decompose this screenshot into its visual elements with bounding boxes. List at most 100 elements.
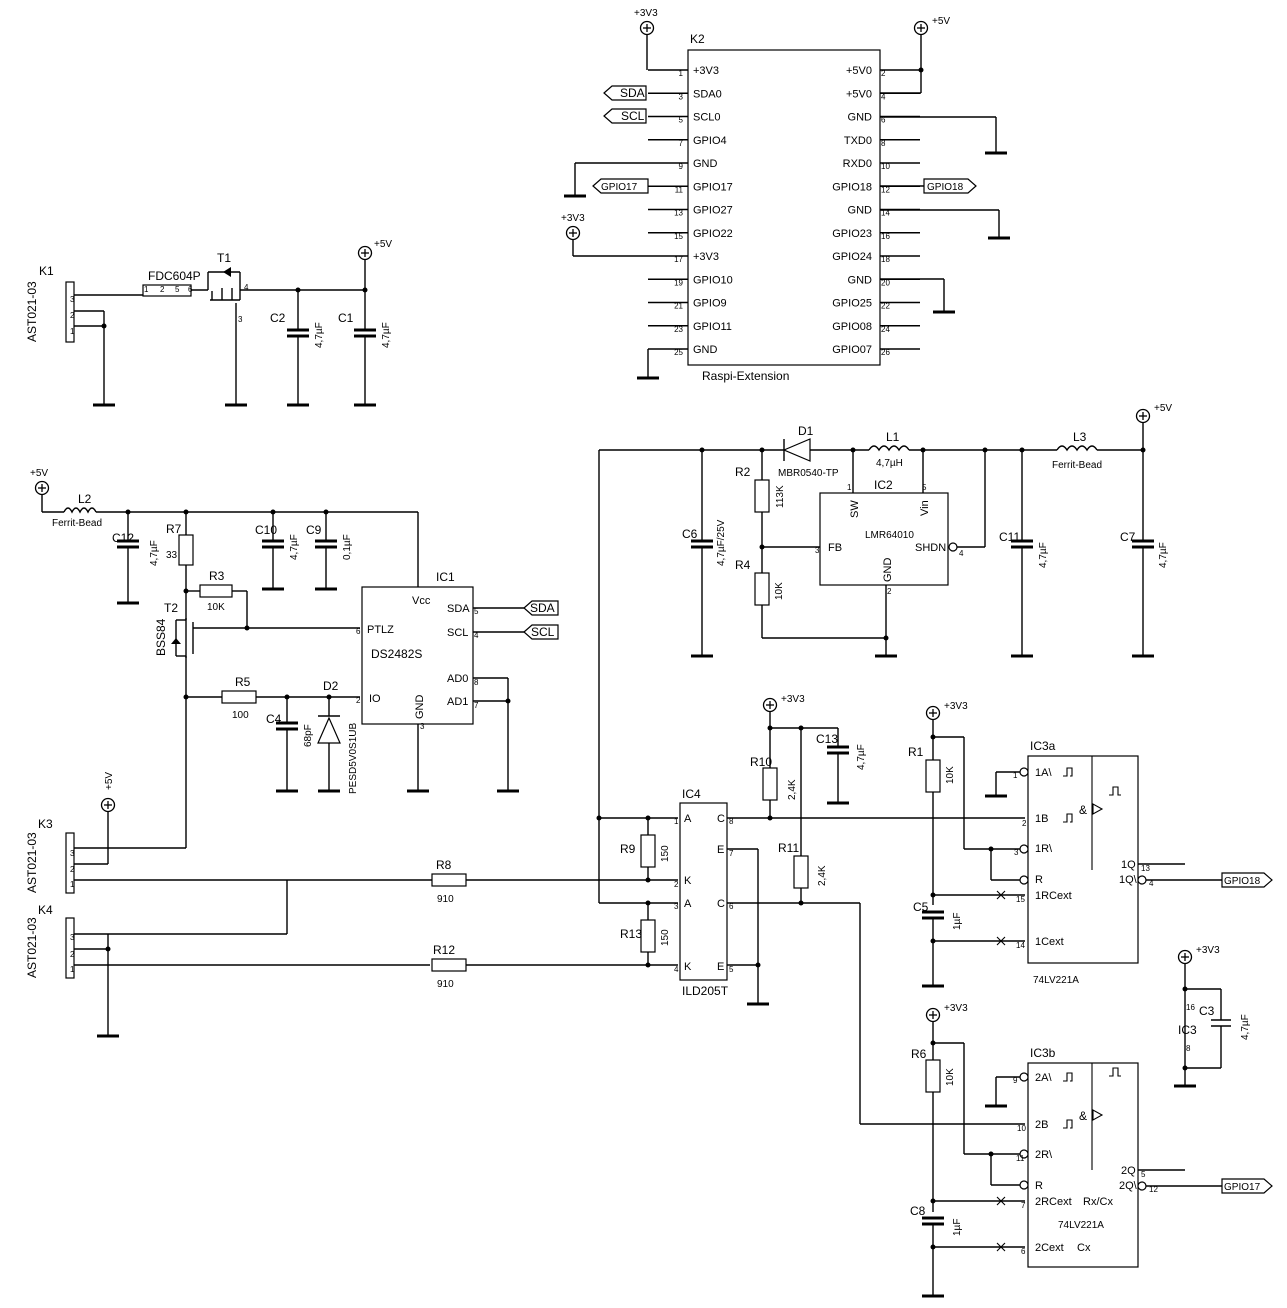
gpio18-net-flag [923,178,977,194]
t2-ref: T2 [164,601,178,615]
c3-ref: C3 [1199,1004,1215,1018]
k2-right-pin: 4+5V0 [846,88,920,101]
ic1-pin-ptlz: PTLZ [367,624,394,636]
ic2-pin-sw: SW [849,500,861,518]
ic3a-ref: IC3a [1030,739,1056,753]
ic4-pin-a2: A [684,898,692,910]
r6-3v3-label: +3V3 [944,1003,968,1014]
scl-flag-label: SCL [621,109,645,123]
k2-pin-name: GPIO22 [693,228,733,240]
k2-pin-name: +5V0 [846,88,872,100]
k2-pin-number: 14 [881,209,890,218]
k2-pin-name: GND [848,274,873,286]
c13-value: 4,7µF [856,744,867,770]
ic3b-pin-cext: 2Cext [1035,1242,1064,1254]
svg-text:6: 6 [729,902,734,911]
ic3b-ref: IC3b [1030,1046,1056,1060]
r11-ref: R11 [778,841,799,855]
svg-text:14: 14 [1016,941,1025,950]
svg-text:9: 9 [1013,1076,1018,1085]
k2-pin-number: 15 [674,232,683,241]
l2-ref: L2 [78,492,92,506]
svg-text:1: 1 [1013,771,1018,780]
svg-text:2: 2 [1022,819,1027,828]
k2-3v3-label: +3V3 [634,8,658,19]
ic2-pin-vin: Vin [919,500,931,516]
k2-pin-number: 1 [679,69,684,78]
ic3b-part: 74LV221A [1058,1220,1104,1231]
svg-text:2: 2 [887,587,892,596]
svg-text:15: 15 [1016,895,1025,904]
k2-pin-name: SDA0 [693,88,722,100]
k2-3v3b-label: +3V3 [561,213,585,224]
svg-text:4: 4 [244,283,249,292]
k2-pin-number: 3 [679,92,684,101]
ic3a-pin-r: 1R\ [1035,843,1053,855]
d1-ref: D1 [798,424,814,438]
svg-text:4: 4 [959,549,964,558]
r5-ref: R5 [235,675,251,689]
k3-5v-label: +5V [104,772,115,790]
k2-pin-name: GND [848,112,873,124]
k2-pin-name: RXD0 [843,158,872,170]
svg-text:2: 2 [70,950,75,959]
c3-value: 4,7µF [1240,1014,1251,1040]
ic3a-pin-rr: R [1035,874,1043,886]
r12-ref: R12 [433,943,455,957]
svg-text:5: 5 [474,607,479,616]
k2-pin-name: GPIO11 [693,321,732,333]
r12-value: 910 [437,979,454,990]
svg-text:13: 13 [1141,864,1150,873]
svg-text:3: 3 [815,546,820,555]
t1-part: FDC604P [148,269,201,283]
ic3-ref: IC3 [1178,1023,1197,1037]
c2-value: 4,7µF [314,322,325,348]
ic4-pin-e1: E [717,844,724,856]
svg-text:7: 7 [474,701,479,710]
ic3a-pin-rcext: 1RCext [1035,890,1072,902]
k2-pin-name: GPIO07 [832,344,872,356]
r13-ref: R13 [620,927,642,941]
r9-ref: R9 [620,842,636,856]
k2-pin-number: 23 [674,325,683,334]
r6-value: 10K [945,1068,956,1086]
svg-text:7: 7 [729,849,734,858]
svg-text:4: 4 [1149,879,1154,888]
k2-pin-number: 21 [674,302,683,311]
r6-ref: R6 [911,1047,927,1061]
k2-pin-number: 11 [675,185,684,194]
c12-value: 4,7µF [149,540,160,566]
svg-text:3: 3 [70,933,75,942]
svg-text:6: 6 [188,285,193,294]
k2-pin-number: 25 [674,348,683,357]
k2-title: Raspi-Extension [702,369,789,383]
svg-text:6: 6 [1021,1247,1026,1256]
r4-ref: R4 [735,558,751,572]
ic2-pin-gnd: GND [882,558,894,583]
ic3-3v3-label: +3V3 [1196,945,1220,956]
ic4-pin-k2: K [684,961,692,973]
k2-left-pin: 15 GPIO22 [648,228,733,241]
k2-pin-name: GPIO23 [832,228,872,240]
ic4-pin-c2: C [717,898,725,910]
c1-ref: C1 [338,311,354,325]
k2-pin-name: GND [693,158,718,170]
svg-text:7: 7 [1021,1201,1026,1210]
svg-text:1: 1 [70,327,75,336]
ic1-scl-flag [523,624,559,640]
k2-left-pin: 1+3V3 [648,65,719,78]
k2-pin-name: SCL0 [693,112,721,124]
k2-pin-number: 2 [881,69,886,78]
svg-text:3: 3 [70,295,75,304]
c7-value: 4,7µF [1158,542,1169,568]
k2-pin-number: 8 [881,139,886,148]
r1-3v3-label: +3V3 [944,701,968,712]
svg-text:1: 1 [847,483,852,492]
k2-pin-name: +5V0 [846,65,872,77]
svg-text:10: 10 [1017,1124,1026,1133]
